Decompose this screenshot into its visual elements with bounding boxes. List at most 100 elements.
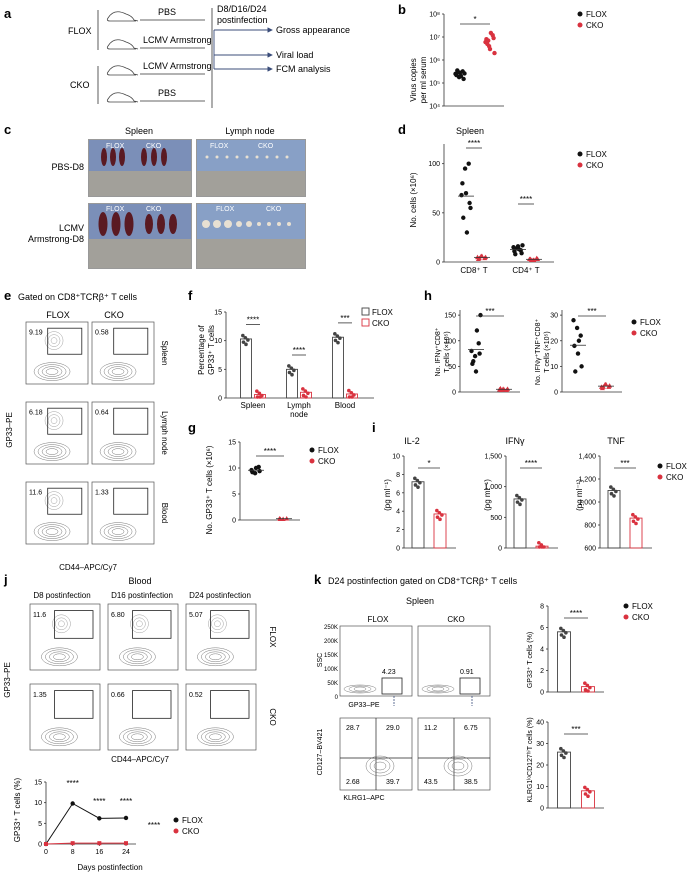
flow-contour [369, 758, 391, 774]
bar [581, 790, 595, 809]
data-point [562, 635, 566, 639]
data-point [603, 381, 609, 387]
data-point [476, 255, 482, 261]
panel-a-arrows [213, 27, 273, 72]
legend-label: CKO [586, 161, 603, 170]
data-point [561, 628, 566, 633]
data-point [70, 801, 75, 806]
panel-i-ylabel2: (pg ml⁻¹) [483, 479, 492, 511]
legend-marker [623, 603, 629, 609]
y-tick-label: 5 [232, 492, 236, 499]
panel-e-flox: FLOX [46, 310, 70, 320]
flow-contour [130, 614, 149, 633]
panel-b-label: b [398, 2, 406, 17]
y-tick-label: 15 [214, 310, 222, 317]
y-tick-label: 15 [34, 780, 42, 787]
data-point [257, 391, 262, 396]
data-point [418, 480, 422, 485]
c-flox-1: FLOX [106, 143, 125, 150]
flow-contour [55, 617, 68, 630]
panel-k-bar2-ylabel: KLRG1ˡᵒCD127ʰⁱT cells (%) [526, 717, 534, 802]
x-tick-label: CD4⁺ T [512, 266, 539, 275]
data-point [511, 245, 516, 250]
panel-a-out2: Viral load [276, 50, 313, 60]
y-tick-label: 200K [324, 639, 338, 645]
flow-percentage: 0.91 [460, 669, 474, 676]
data-point [123, 815, 129, 821]
legend-label: FLOX [640, 318, 662, 327]
x-tick-label: node [290, 410, 308, 419]
flow-contour [44, 331, 64, 350]
spleen-pbs-photo [88, 139, 192, 197]
y-tick-label: 1,200 [578, 477, 596, 484]
y-tick-label: 100 [428, 161, 440, 168]
y-tick-label: 0 [452, 390, 456, 397]
y-tick-label: 0 [540, 690, 544, 697]
legend-label: CKO [318, 457, 335, 466]
y-tick-label: 0 [38, 842, 42, 849]
data-point [498, 387, 504, 392]
flow-contour [205, 731, 226, 743]
legend-marker [657, 463, 663, 469]
data-point [467, 200, 472, 206]
data-point [241, 333, 245, 338]
flow-contour [111, 368, 125, 375]
data-point [461, 215, 466, 220]
quadrant-pct: 38.5 [464, 779, 478, 786]
x-tick-label: Lymph [287, 401, 311, 410]
panel-j-time1: D8 postinfection [33, 591, 90, 600]
sig-stars: *** [340, 314, 349, 323]
flow-contour [53, 733, 66, 741]
y-tick-label: 100 [444, 338, 456, 345]
data-point [611, 487, 616, 492]
flow-contour [45, 528, 59, 535]
panel-k-region: Spleen [406, 596, 434, 606]
data-point [559, 626, 563, 631]
y-tick-label: 10 [550, 364, 558, 371]
x-tick-label: 0 [44, 849, 48, 856]
flow-contour [197, 727, 234, 747]
flow-contour [33, 522, 71, 541]
bar [557, 631, 571, 693]
y-tick-label: 8 [540, 604, 544, 611]
flow-contour [45, 368, 59, 375]
flow-contour [209, 653, 222, 661]
flow-contour [208, 614, 227, 633]
data-point [588, 685, 592, 690]
panel-k-title: D24 postinfection gated on CD8⁺TCRβ⁺ T c… [328, 576, 518, 586]
flow-percentage: 4.23 [382, 669, 396, 676]
flow-plot-frame [339, 625, 413, 697]
quadrant-pct: 2.68 [346, 779, 360, 786]
panel-d-ylabel: No. cells (×10⁶) [409, 172, 418, 227]
data-point [347, 395, 352, 399]
flow-gate [210, 690, 250, 719]
panel-i-title2: IFNγ [506, 436, 525, 446]
flow-contour [58, 620, 65, 627]
data-point [292, 368, 296, 373]
flow-percentage: 0.58 [95, 329, 109, 336]
panel-d-label: d [398, 122, 406, 137]
quadrant-pct: 29.0 [386, 725, 400, 732]
panel-k-cd127: CD127–BV421 [317, 729, 324, 776]
y-tick-label: 50K [327, 681, 338, 687]
data-point [287, 364, 291, 368]
flow-contour [123, 729, 152, 745]
y-tick-label: 0 [554, 390, 558, 397]
panel-e-xlabel: CD44–APC/Cy7 [59, 563, 117, 572]
series-line [45, 842, 126, 845]
flow-contour [111, 528, 125, 535]
data-point [579, 364, 584, 369]
data-point [335, 334, 340, 338]
flow-gate [113, 487, 149, 515]
y-tick-label: 1,000 [484, 484, 502, 491]
y-tick-label: 250K [324, 625, 338, 631]
y-tick-label: 500 [490, 515, 502, 522]
flow-contour [107, 446, 129, 457]
